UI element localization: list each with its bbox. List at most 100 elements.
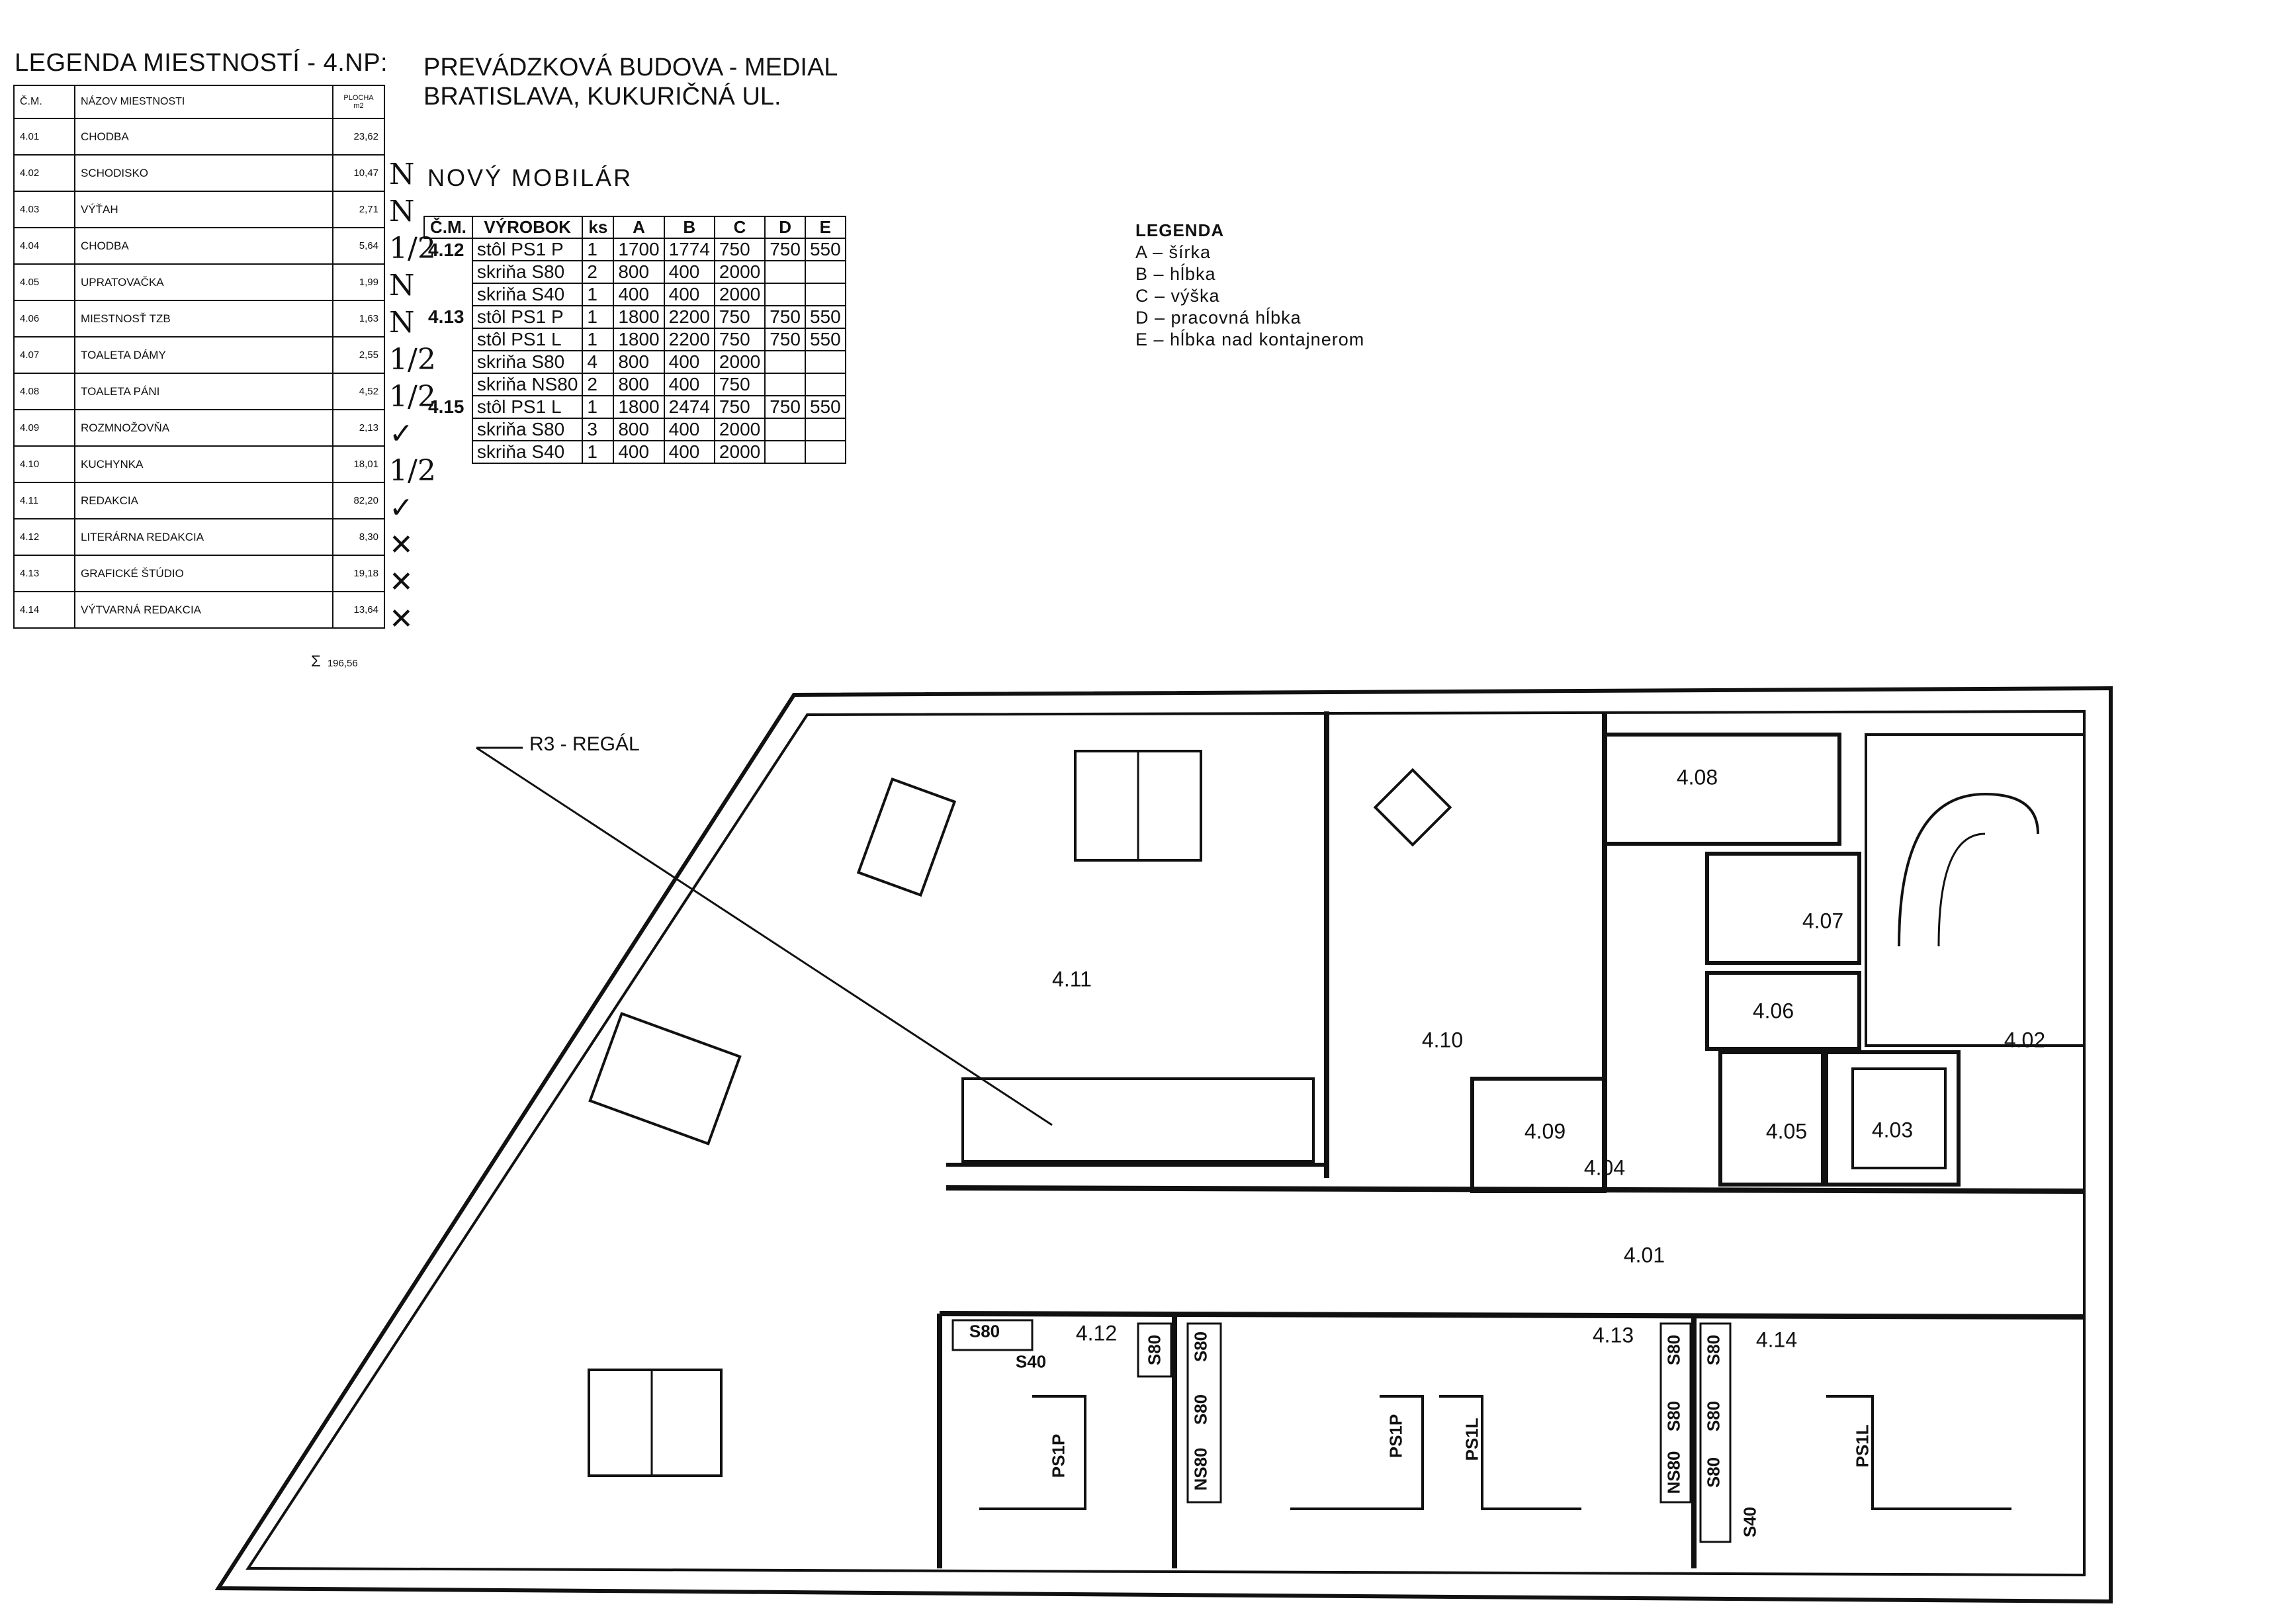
furniture-cell-c: 2000: [713, 350, 766, 374]
room-number: 4.10: [13, 445, 75, 483]
furniture-cell-item: stôl PS1 L: [471, 328, 584, 351]
furniture-cell-b: 2200: [663, 328, 715, 351]
stair-curve: [1898, 792, 2039, 947]
furniture-cell-b: 400: [663, 283, 715, 306]
cabinet-414-col-b: [1699, 1322, 1732, 1543]
sum-symbol: Σ: [311, 652, 321, 670]
furniture-cell-a: 1800: [613, 395, 665, 419]
furniture-cell-d: [764, 418, 806, 441]
callout-line: [476, 746, 1053, 1126]
room-403-inner: [1851, 1067, 1947, 1169]
furniture-label-s80-d: S80: [1190, 1394, 1211, 1425]
room-label-402: 4.02: [2004, 1028, 2046, 1052]
furniture-cell-ks: 2: [582, 260, 615, 284]
desk-411-d: [588, 1369, 723, 1477]
furniture-cell-b: 2200: [663, 305, 715, 329]
furniture-cell-d: 750: [764, 305, 806, 329]
furniture-cell-e: 550: [804, 238, 846, 261]
furniture-cell-item: skriňa S80: [471, 260, 584, 284]
furniture-cell-e: 550: [804, 395, 846, 419]
furniture-cell-item: skriňa S40: [471, 283, 584, 306]
furniture-cell-e: [804, 373, 846, 396]
room-area: 1,63: [332, 300, 385, 338]
furniture-cell-item: skriňa S80: [471, 418, 584, 441]
room-name: TOALETA PÁNI: [74, 373, 333, 410]
room-number: 4.11: [13, 482, 75, 519]
room-number: 4.12: [13, 518, 75, 556]
furniture-cell-ks: 3: [582, 418, 615, 441]
dimension-legend-item: D – pracovná hĺbka: [1135, 308, 1302, 328]
legend-title: LEGENDA MIESTNOSTÍ - 4.NP:: [15, 49, 388, 77]
stair-curve-inner: [1937, 832, 1986, 947]
room-label-409: 4.09: [1524, 1119, 1566, 1144]
furniture-label-s80-a: S80: [969, 1321, 1000, 1341]
furniture-cell-b: 2474: [663, 395, 715, 419]
furniture-header-cell: E: [804, 216, 846, 239]
furniture-cell-d: 750: [764, 238, 806, 261]
furniture-cell-d: [764, 283, 806, 306]
room-label-408: 4.08: [1676, 765, 1718, 789]
cabinet-412-right: [1137, 1322, 1172, 1378]
review-mark: ✓: [389, 491, 414, 525]
furniture-cell-e: [804, 440, 846, 464]
room-label-411: 4.11: [1052, 967, 1092, 991]
desk-412: [979, 1395, 1086, 1510]
furniture-cell-item: skriňa NS80: [471, 373, 584, 396]
desk-413-right: [1439, 1395, 1581, 1510]
furniture-cell-cm: 4.13: [428, 306, 464, 327]
cabinet-414-col-a: [1659, 1322, 1692, 1504]
furniture-cell-d: [764, 373, 806, 396]
furniture-label-ps1l-b: PS1L: [1462, 1418, 1482, 1461]
review-mark: 1/2: [389, 380, 436, 414]
room-label-406: 4.06: [1752, 999, 1794, 1023]
review-mark: 1/2: [389, 454, 436, 488]
header-room-number: Č.M.: [13, 85, 75, 119]
furniture-cell-a: 800: [613, 350, 665, 374]
desk-414: [1826, 1395, 2011, 1510]
kitchen-table: [1373, 768, 1452, 847]
room-number: 4.04: [13, 227, 75, 265]
furniture-label-s80-e: S80: [1663, 1334, 1684, 1366]
furniture-cell-b: 400: [663, 260, 715, 284]
furniture-cell-b: 1774: [663, 238, 715, 261]
room-label-414: 4.14: [1755, 1328, 1798, 1352]
room-number: 4.08: [13, 373, 75, 410]
room-label-405: 4.05: [1765, 1119, 1808, 1144]
review-mark: ✕: [389, 528, 414, 562]
furniture-cell-d: 750: [764, 328, 806, 351]
room-area: 5,64: [332, 227, 385, 265]
room-area: 23,62: [332, 118, 385, 156]
furniture-cell-e: [804, 350, 846, 374]
building-name: PREVÁDZKOVÁ BUDOVA - MEDIAL: [423, 54, 838, 81]
room-408-outline: [1603, 733, 1841, 846]
room-number: 4.01: [13, 118, 75, 156]
room-area: 18,01: [332, 445, 385, 483]
wall-corridor-bottom: [939, 1311, 2085, 1320]
furniture-cell-a: 800: [613, 418, 665, 441]
furniture-header-cell: A: [613, 216, 665, 239]
furniture-cell-item: skriňa S80: [471, 350, 584, 374]
room-name: REDAKCIA: [74, 482, 333, 519]
outer-wall: [214, 686, 2113, 1604]
furniture-cell-d: [764, 440, 806, 464]
dimension-legend-item: E – hĺbka nad kontajnerom: [1135, 330, 1365, 349]
furniture-cell-b: 400: [663, 373, 715, 396]
furniture-header-cell: C: [713, 216, 766, 239]
cabinet-412-s80: [951, 1319, 1034, 1351]
furniture-cell-cm: 4.15: [428, 396, 464, 417]
